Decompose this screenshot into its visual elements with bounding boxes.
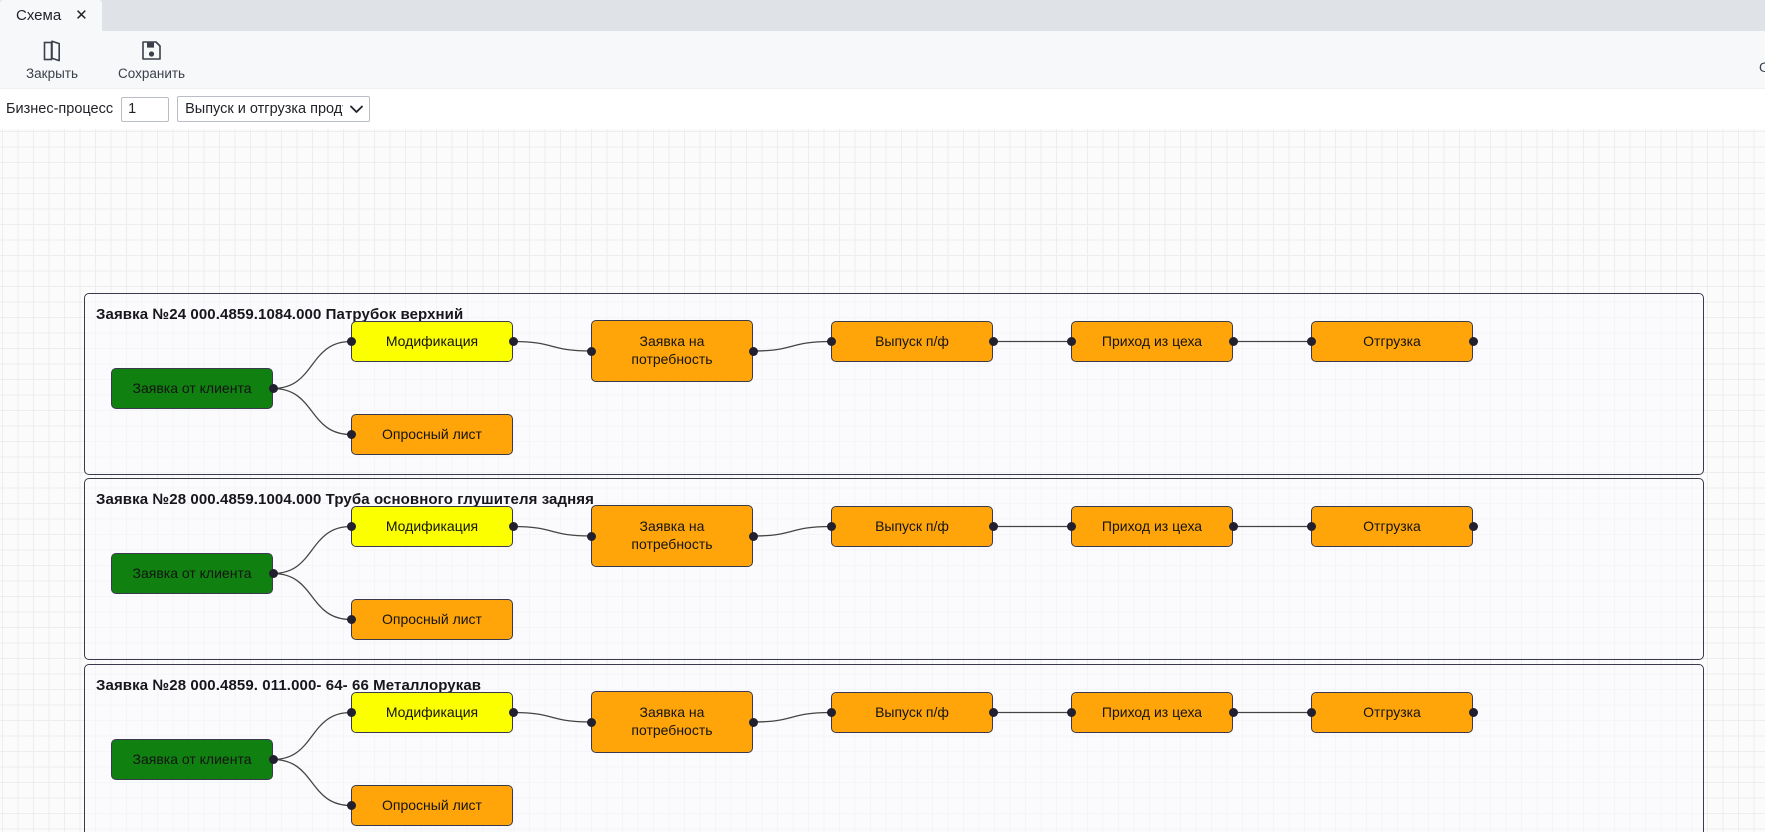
connector-edge [752, 340, 832, 352]
connector-edge [752, 711, 832, 723]
node-port[interactable] [1468, 708, 1478, 717]
process-group-title: Заявка №28 000.4859. 011.000- 64- 66 Мет… [96, 677, 482, 694]
process-node[interactable]: Заявка на потребность [591, 505, 753, 567]
process-node[interactable]: Заявка на потребность [591, 320, 753, 382]
process-node[interactable]: Заявка от клиента [111, 553, 273, 594]
node-port[interactable] [1228, 337, 1238, 346]
toolbar-clipped-text: О [1759, 59, 1765, 75]
node-port[interactable] [1306, 337, 1316, 346]
node-port[interactable] [1228, 708, 1238, 717]
connector-edge [512, 340, 592, 352]
node-port[interactable] [826, 522, 836, 531]
node-port[interactable] [508, 708, 518, 717]
business-process-select[interactable]: Выпуск и отгрузка проду [177, 96, 371, 122]
process-node[interactable]: Модификация [351, 506, 513, 547]
tab-schema[interactable]: Схема ✕ [0, 0, 102, 31]
connector-edge [512, 711, 592, 723]
process-node[interactable]: Отгрузка [1311, 321, 1473, 362]
node-port[interactable] [586, 531, 596, 541]
toolbar: Закрыть Сохранить О [0, 31, 1765, 89]
door-exit-icon [42, 39, 62, 63]
process-group-panel[interactable]: Заявка №28 000.4859.1004.000 Труба основ… [84, 478, 1704, 660]
process-node[interactable]: Заявка от клиента [111, 368, 273, 409]
process-node[interactable]: Заявка от клиента [111, 739, 273, 780]
node-port[interactable] [1306, 708, 1316, 717]
business-process-row: Бизнес-процесс Выпуск и отгрузка проду [0, 89, 1765, 129]
process-node[interactable]: Заявка на потребность [591, 691, 753, 753]
save-button-label: Сохранить [118, 65, 186, 81]
node-port[interactable] [1468, 337, 1478, 346]
close-button-label: Закрыть [26, 65, 78, 81]
node-port[interactable] [346, 522, 356, 531]
process-node[interactable]: Опросный лист [351, 414, 513, 455]
node-port[interactable] [988, 708, 998, 717]
node-port[interactable] [268, 569, 278, 578]
node-port[interactable] [346, 708, 356, 717]
process-node[interactable]: Опросный лист [351, 785, 513, 826]
business-process-label: Бизнес-процесс [6, 101, 114, 117]
node-port[interactable] [988, 522, 998, 531]
node-port[interactable] [586, 346, 596, 356]
process-node[interactable]: Опросный лист [351, 599, 513, 640]
node-port[interactable] [586, 717, 596, 727]
chevron-down-icon[interactable] [343, 105, 369, 114]
connector-edge [272, 340, 352, 390]
node-port[interactable] [1228, 522, 1238, 531]
process-node[interactable]: Модификация [351, 692, 513, 733]
tab-schema-label: Схема [16, 7, 62, 24]
node-port[interactable] [748, 531, 758, 541]
process-node[interactable]: Отгрузка [1311, 692, 1473, 733]
process-node[interactable]: Модификация [351, 321, 513, 362]
connector-edge [752, 525, 832, 537]
node-port[interactable] [268, 755, 278, 764]
process-node[interactable]: Приход из цеха [1071, 506, 1233, 547]
node-port[interactable] [346, 430, 356, 439]
node-port[interactable] [1066, 522, 1076, 531]
close-button[interactable]: Закрыть [18, 37, 86, 83]
process-node[interactable]: Выпуск п/ф [831, 506, 993, 547]
save-button[interactable]: Сохранить [112, 37, 191, 83]
process-node[interactable]: Приход из цеха [1071, 321, 1233, 362]
node-port[interactable] [268, 384, 278, 393]
tab-bar: Схема ✕ [0, 0, 1765, 31]
node-port[interactable] [1468, 522, 1478, 531]
process-node[interactable]: Выпуск п/ф [831, 321, 993, 362]
process-node[interactable]: Отгрузка [1311, 506, 1473, 547]
node-port[interactable] [748, 346, 758, 356]
business-process-number-input[interactable] [121, 96, 170, 122]
process-node[interactable]: Выпуск п/ф [831, 692, 993, 733]
node-port[interactable] [346, 337, 356, 346]
close-icon[interactable]: ✕ [75, 7, 88, 24]
node-port[interactable] [826, 708, 836, 717]
node-port[interactable] [748, 717, 758, 727]
process-group-title: Заявка №28 000.4859.1004.000 Труба основ… [96, 491, 594, 508]
connector-edge [272, 525, 352, 575]
floppy-save-icon [141, 39, 162, 63]
connector-edge [272, 711, 352, 761]
process-node[interactable]: Приход из цеха [1071, 692, 1233, 733]
node-port[interactable] [1066, 337, 1076, 346]
process-group-panel[interactable]: Заявка №24 000.4859.1084.000 Патрубок ве… [84, 293, 1704, 475]
node-port[interactable] [826, 337, 836, 346]
connector-edge [272, 387, 352, 436]
connector-edge [272, 758, 352, 807]
process-group-panel[interactable]: Заявка №28 000.4859. 011.000- 64- 66 Мет… [84, 664, 1704, 832]
connector-edge [272, 572, 352, 621]
node-port[interactable] [346, 801, 356, 810]
node-port[interactable] [508, 337, 518, 346]
business-process-select-value: Выпуск и отгрузка проду [185, 101, 344, 117]
node-port[interactable] [346, 615, 356, 624]
node-port[interactable] [988, 337, 998, 346]
node-port[interactable] [508, 522, 518, 531]
node-port[interactable] [1306, 522, 1316, 531]
connector-edge [512, 525, 592, 537]
node-port[interactable] [1066, 708, 1076, 717]
diagram-canvas[interactable]: Заявка №24 000.4859.1084.000 Патрубок ве… [0, 129, 1765, 832]
process-group-title: Заявка №24 000.4859.1084.000 Патрубок ве… [96, 306, 464, 323]
